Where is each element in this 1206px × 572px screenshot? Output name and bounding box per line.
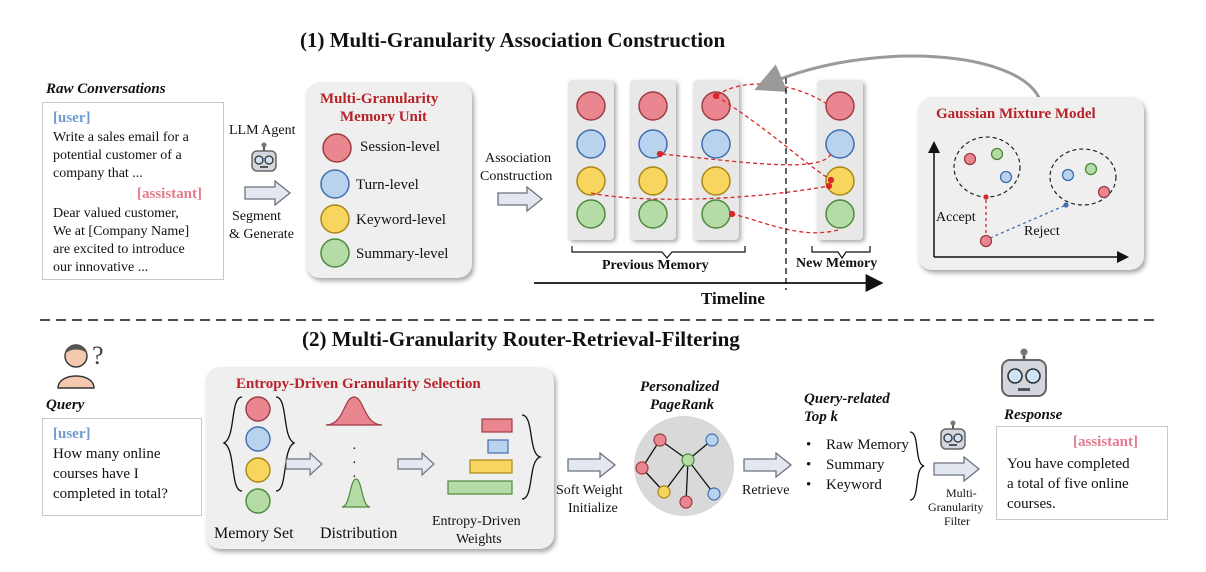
response-line: courses.: [1007, 496, 1056, 512]
keyword-circle: [320, 204, 350, 234]
construction-label: Construction: [480, 169, 553, 184]
assistant-line: are excited to introduce: [53, 242, 185, 257]
user-line: potential customer of a: [53, 148, 182, 163]
topk-item: Keyword: [826, 477, 882, 493]
llm-agent-label: LLM Agent: [229, 123, 296, 138]
topk-brace: [909, 431, 925, 501]
turn-circle: [320, 169, 350, 199]
gmm-plot: [928, 136, 1129, 263]
weights-label: Weights: [456, 532, 502, 547]
assistant-tag: [assistant]: [137, 186, 203, 202]
weights-label: Entropy-Driven: [432, 514, 521, 529]
retrieve-label: Retrieve: [742, 483, 790, 498]
raw-conversation-box: [user] Write a sales email for a potenti…: [42, 102, 224, 280]
topk-item: Raw Memory: [826, 437, 909, 453]
assistant-line: We at [Company Name]: [53, 224, 190, 239]
distribution-label: Distribution: [320, 525, 398, 542]
section2-title: (2) Multi-Granularity Router-Retrieval-F…: [302, 327, 740, 351]
arrow-right-icon: [743, 452, 793, 478]
level-label: Session-level: [360, 139, 440, 155]
pagerank-heading: PageRank: [650, 397, 715, 413]
svg-text:·: ·: [352, 442, 357, 457]
robot-icon: [1001, 348, 1047, 397]
entropy-panel: Entropy-Driven Granularity Selection Mem…: [206, 367, 554, 549]
svg-text:·: ·: [352, 456, 357, 471]
query-heading: Query: [46, 397, 85, 413]
query-line: How many online: [53, 446, 161, 462]
query-box: [user] How many online courses have I co…: [42, 418, 202, 516]
previous-memory-label: Previous Memory: [602, 258, 709, 273]
query-line: courses have I: [53, 466, 139, 482]
entropy-diagram: ···: [222, 396, 543, 514]
gmm-panel: Gaussian Mixture Model Accept Reject: [918, 97, 1144, 270]
response-heading: Response: [1004, 407, 1063, 423]
user-tag: [user]: [53, 110, 91, 126]
memory-unit-title: Memory Unit: [340, 109, 428, 125]
topk-bullet: •: [806, 457, 812, 473]
assistant-line: Dear valued customer,: [53, 206, 179, 221]
user-question-icon: ?: [57, 341, 104, 389]
reject-label: Reject: [1024, 224, 1060, 239]
session-circle: [322, 133, 352, 163]
assistant-line: our innovative ...: [53, 260, 149, 275]
memory-column-circles: [576, 91, 855, 229]
arrow-right-icon: [567, 452, 617, 478]
previous-memory-bracket: [571, 246, 746, 259]
filter-label: Multi-: [946, 486, 977, 500]
feedback-arrow: [754, 54, 1042, 101]
summary-circle: [320, 238, 350, 268]
arrow-right-icon: [933, 456, 981, 482]
response-assistant-tag: [assistant]: [1073, 434, 1139, 450]
filter-label: Granularity: [928, 500, 984, 514]
topk-bullet: •: [806, 477, 812, 493]
segment-label: Segment: [232, 209, 281, 224]
robot-icon: [940, 420, 966, 450]
query-line: completed in total?: [53, 486, 168, 502]
arrow-right-icon: [244, 180, 292, 206]
level-label: Turn-level: [356, 177, 419, 193]
initialize-label: Initialize: [568, 501, 618, 516]
level-label: Summary-level: [356, 246, 449, 262]
timeline-label: Timeline: [701, 289, 765, 308]
topk-bullet: •: [806, 437, 812, 453]
user-line: Write a sales email for a: [53, 130, 189, 145]
association-label: Association: [485, 151, 552, 166]
arrow-right-icon: [497, 186, 544, 212]
user-line: company that ...: [53, 166, 143, 181]
memory-set-label: Memory Set: [214, 525, 294, 542]
filter-label: Filter: [944, 514, 970, 528]
pagerank-heading: Personalized: [640, 379, 720, 395]
memory-unit-title: Multi-Granularity: [320, 91, 439, 107]
response-line: a total of five online: [1007, 476, 1129, 492]
robot-icon: [251, 142, 277, 172]
svg-text:?: ?: [92, 341, 104, 370]
topk-heading: Top k: [804, 409, 839, 425]
association-links: [590, 83, 839, 234]
gmm-title: Gaussian Mixture Model: [936, 106, 1096, 122]
svg-text:·: ·: [352, 470, 357, 485]
entropy-title: Entropy-Driven Granularity Selection: [236, 376, 481, 392]
query-user-tag: [user]: [53, 426, 91, 442]
level-label: Keyword-level: [356, 212, 446, 228]
pagerank-graph: [634, 416, 734, 516]
raw-conversations-heading: Raw Conversations: [46, 81, 166, 97]
response-line: You have completed: [1007, 456, 1130, 472]
response-box: [assistant] You have completed a total o…: [996, 426, 1168, 520]
soft-weight-label: Soft Weight: [556, 483, 623, 498]
new-memory-label: New Memory: [796, 256, 878, 271]
section1-title: (1) Multi-Granularity Association Constr…: [300, 28, 726, 52]
topk-item: Summary: [826, 457, 885, 473]
level-circles: [320, 133, 352, 268]
generate-label: & Generate: [229, 227, 294, 242]
topk-heading: Query-related: [804, 391, 890, 407]
new-memory-bracket: [811, 246, 871, 260]
accept-label: Accept: [936, 210, 976, 225]
